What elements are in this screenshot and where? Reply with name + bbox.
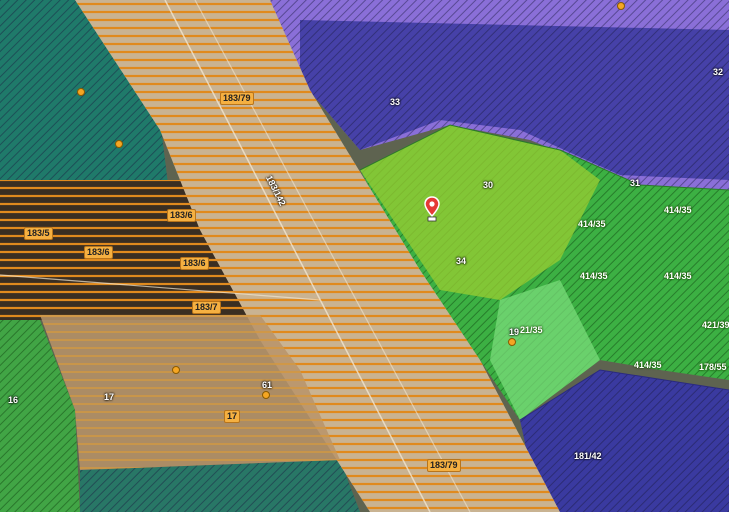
point-dot-icon[interactable] bbox=[172, 366, 180, 374]
label-plot-r4[interactable]: 414/35 bbox=[664, 271, 692, 281]
point-dot-icon[interactable] bbox=[262, 391, 270, 399]
label-plot-34[interactable]: 34 bbox=[456, 256, 467, 266]
label-plot-31[interactable]: 31 bbox=[630, 178, 641, 188]
green-zone-border bbox=[359, 124, 729, 191]
light-green-zone[interactable] bbox=[490, 280, 600, 420]
label-road-d[interactable]: 183/6 bbox=[180, 257, 209, 270]
label-road-c[interactable]: 183/6 bbox=[84, 246, 113, 259]
yellow-green-zone[interactable] bbox=[360, 125, 600, 300]
label-plot-r9[interactable]: 421/39 bbox=[702, 320, 729, 330]
road-line-1 bbox=[164, 0, 431, 512]
label-plot-30[interactable]: 30 bbox=[483, 180, 494, 190]
blue-zone-border bbox=[519, 369, 729, 421]
label-plot-19[interactable]: 19 bbox=[509, 327, 520, 337]
teal-zone-hatch bbox=[0, 0, 170, 220]
map-pin-icon[interactable] bbox=[424, 196, 440, 222]
label-plot-17a[interactable]: 17 bbox=[104, 392, 115, 402]
label-road-bottom[interactable]: 183/79 bbox=[427, 459, 461, 472]
label-plot-r3[interactable]: 414/35 bbox=[580, 271, 608, 281]
label-plot-32[interactable]: 32 bbox=[713, 67, 724, 77]
label-plot-61[interactable]: 61 bbox=[262, 380, 273, 390]
label-plot-16[interactable]: 16 bbox=[8, 395, 19, 405]
label-road-b[interactable]: 183/5 bbox=[24, 227, 53, 240]
label-plot-b1[interactable]: 181/42 bbox=[574, 451, 602, 461]
label-plot-17b[interactable]: 17 bbox=[224, 410, 241, 423]
main-road-hatch bbox=[75, 0, 560, 512]
road-line-2 bbox=[194, 0, 471, 512]
point-dot-icon[interactable] bbox=[508, 338, 516, 346]
point-dot-icon[interactable] bbox=[115, 140, 123, 148]
label-plot-r1[interactable]: 414/35 bbox=[578, 219, 606, 229]
label-plot-r2[interactable]: 414/35 bbox=[664, 205, 692, 215]
label-road-a[interactable]: 183/6 bbox=[167, 209, 196, 222]
blue-zone-bottom-hatch bbox=[520, 370, 729, 512]
purple-zone-hatch bbox=[270, 0, 729, 200]
road-line-3 bbox=[0, 274, 321, 301]
point-dot-icon[interactable] bbox=[617, 2, 625, 10]
left-green-zone-hatch bbox=[0, 320, 80, 512]
label-plot-33[interactable]: 33 bbox=[390, 97, 401, 107]
label-plot-s1[interactable]: 21/35 bbox=[520, 325, 543, 335]
label-plot-r8[interactable]: 178/55 bbox=[699, 362, 727, 372]
lower-parcel-hatch bbox=[40, 315, 340, 470]
bottom-teal-zone-hatch bbox=[80, 460, 360, 512]
label-plot-r5[interactable]: 414/35 bbox=[634, 360, 662, 370]
label-road-e[interactable]: 183/7 bbox=[192, 301, 221, 314]
label-road-top[interactable]: 183/79 bbox=[220, 92, 254, 105]
point-dot-icon[interactable] bbox=[77, 88, 85, 96]
